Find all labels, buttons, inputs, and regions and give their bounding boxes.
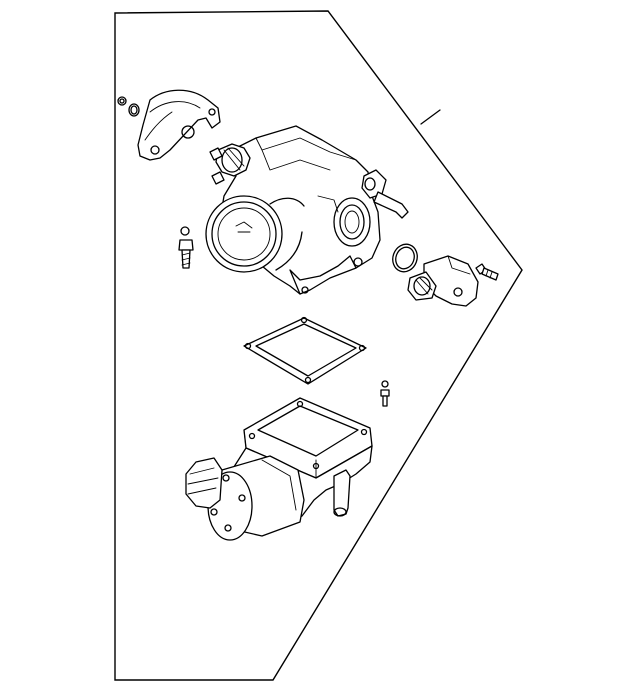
idle-air-control-assembly	[185, 397, 373, 541]
throttle-cover-bracket	[137, 89, 221, 161]
bolt-left	[178, 226, 194, 269]
o-ring-pair	[117, 96, 140, 117]
leader-line	[420, 109, 441, 125]
throttle-position-sensor	[407, 255, 479, 307]
gasket-ring	[392, 243, 418, 273]
bolt-middle	[380, 380, 390, 407]
throttle-body	[205, 125, 409, 295]
sensor-screw	[475, 263, 499, 281]
flat-gasket	[243, 316, 367, 385]
